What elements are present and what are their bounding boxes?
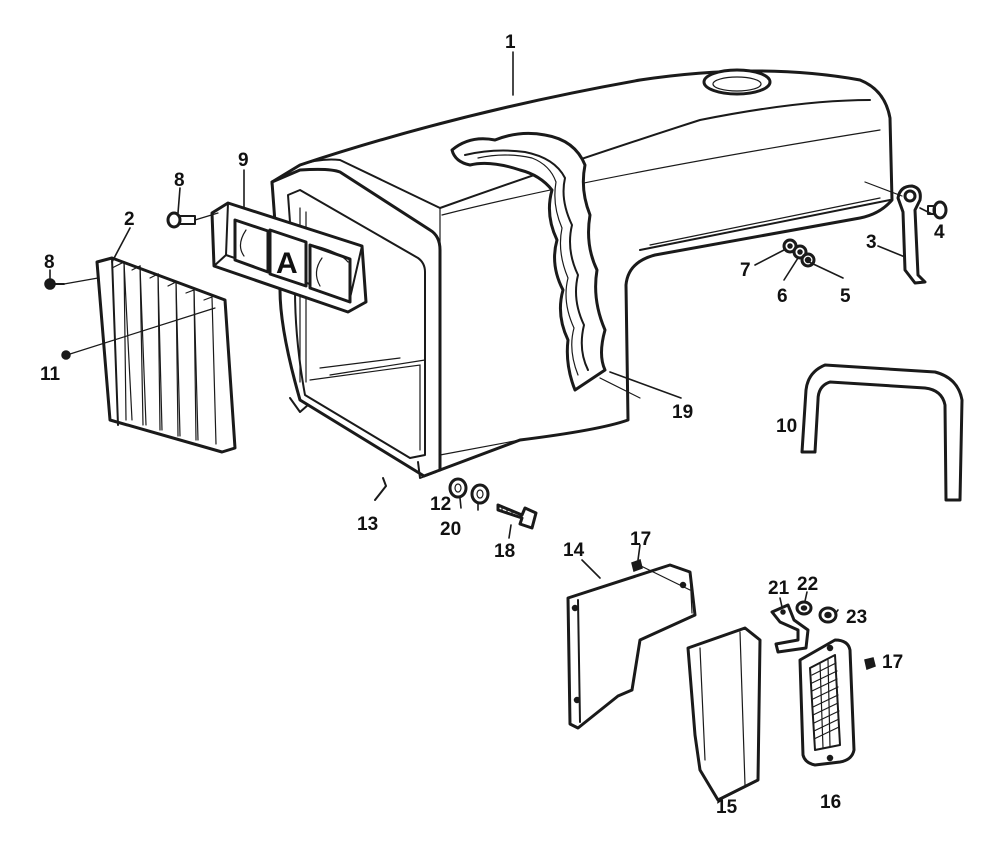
grille-fastener: [61, 307, 216, 360]
callout-18: 18: [494, 541, 515, 562]
callout-7: 7: [740, 260, 751, 281]
callout-3: 3: [866, 232, 877, 253]
callout-2: 2: [124, 209, 135, 230]
callout-1: 1: [505, 32, 516, 53]
callout-9: 9: [238, 150, 249, 171]
panel-bracket: [770, 603, 810, 654]
panel-nuts: [795, 600, 838, 624]
callout-21: 21: [768, 578, 790, 599]
callout-12: 12: [430, 494, 451, 515]
hood-latch: [864, 181, 927, 285]
callout-17-upper: 17: [630, 529, 651, 550]
callout-8-grille: 8: [44, 252, 55, 273]
panel-fasteners: [631, 559, 876, 671]
callout-13: 13: [357, 514, 378, 535]
callout-19: 19: [672, 402, 693, 423]
leader-lines: [49, 51, 933, 615]
bezel-screw: [166, 211, 219, 229]
callout-10: 10: [776, 416, 797, 437]
callout-5: 5: [840, 286, 851, 307]
callout-14: 14: [563, 540, 585, 561]
hood-seal-strip: [450, 131, 641, 399]
callout-6: 6: [777, 286, 788, 307]
callout-15: 15: [716, 797, 738, 818]
callout-4: 4: [934, 222, 945, 243]
callout-8-bezel: 8: [174, 170, 185, 191]
side-panel-narrow: [686, 626, 762, 802]
emblem-letter: A: [276, 247, 298, 280]
callout-22: 22: [797, 574, 818, 595]
headlight-bezel: A: [210, 201, 368, 314]
hood-washers: [448, 477, 490, 505]
callout-23: 23: [846, 607, 867, 628]
hood-trim-bow: [800, 363, 964, 502]
callout-20: 20: [440, 519, 461, 540]
side-panel-large: [566, 563, 697, 730]
grille-screw: [44, 277, 99, 290]
hood-bolt: [496, 503, 538, 530]
callout-16: 16: [820, 792, 841, 813]
callout-11: 11: [40, 364, 61, 385]
callout-labels: 1 2 3 4 5 6 7 8 8 9 10 11 12 13 14 15 16…: [40, 32, 945, 818]
latch-bolt: [927, 200, 948, 220]
callout-17-lower: 17: [882, 652, 903, 673]
front-grille: [95, 256, 237, 454]
vent-panel: [798, 638, 856, 767]
hood-mount-marker: [374, 477, 387, 501]
